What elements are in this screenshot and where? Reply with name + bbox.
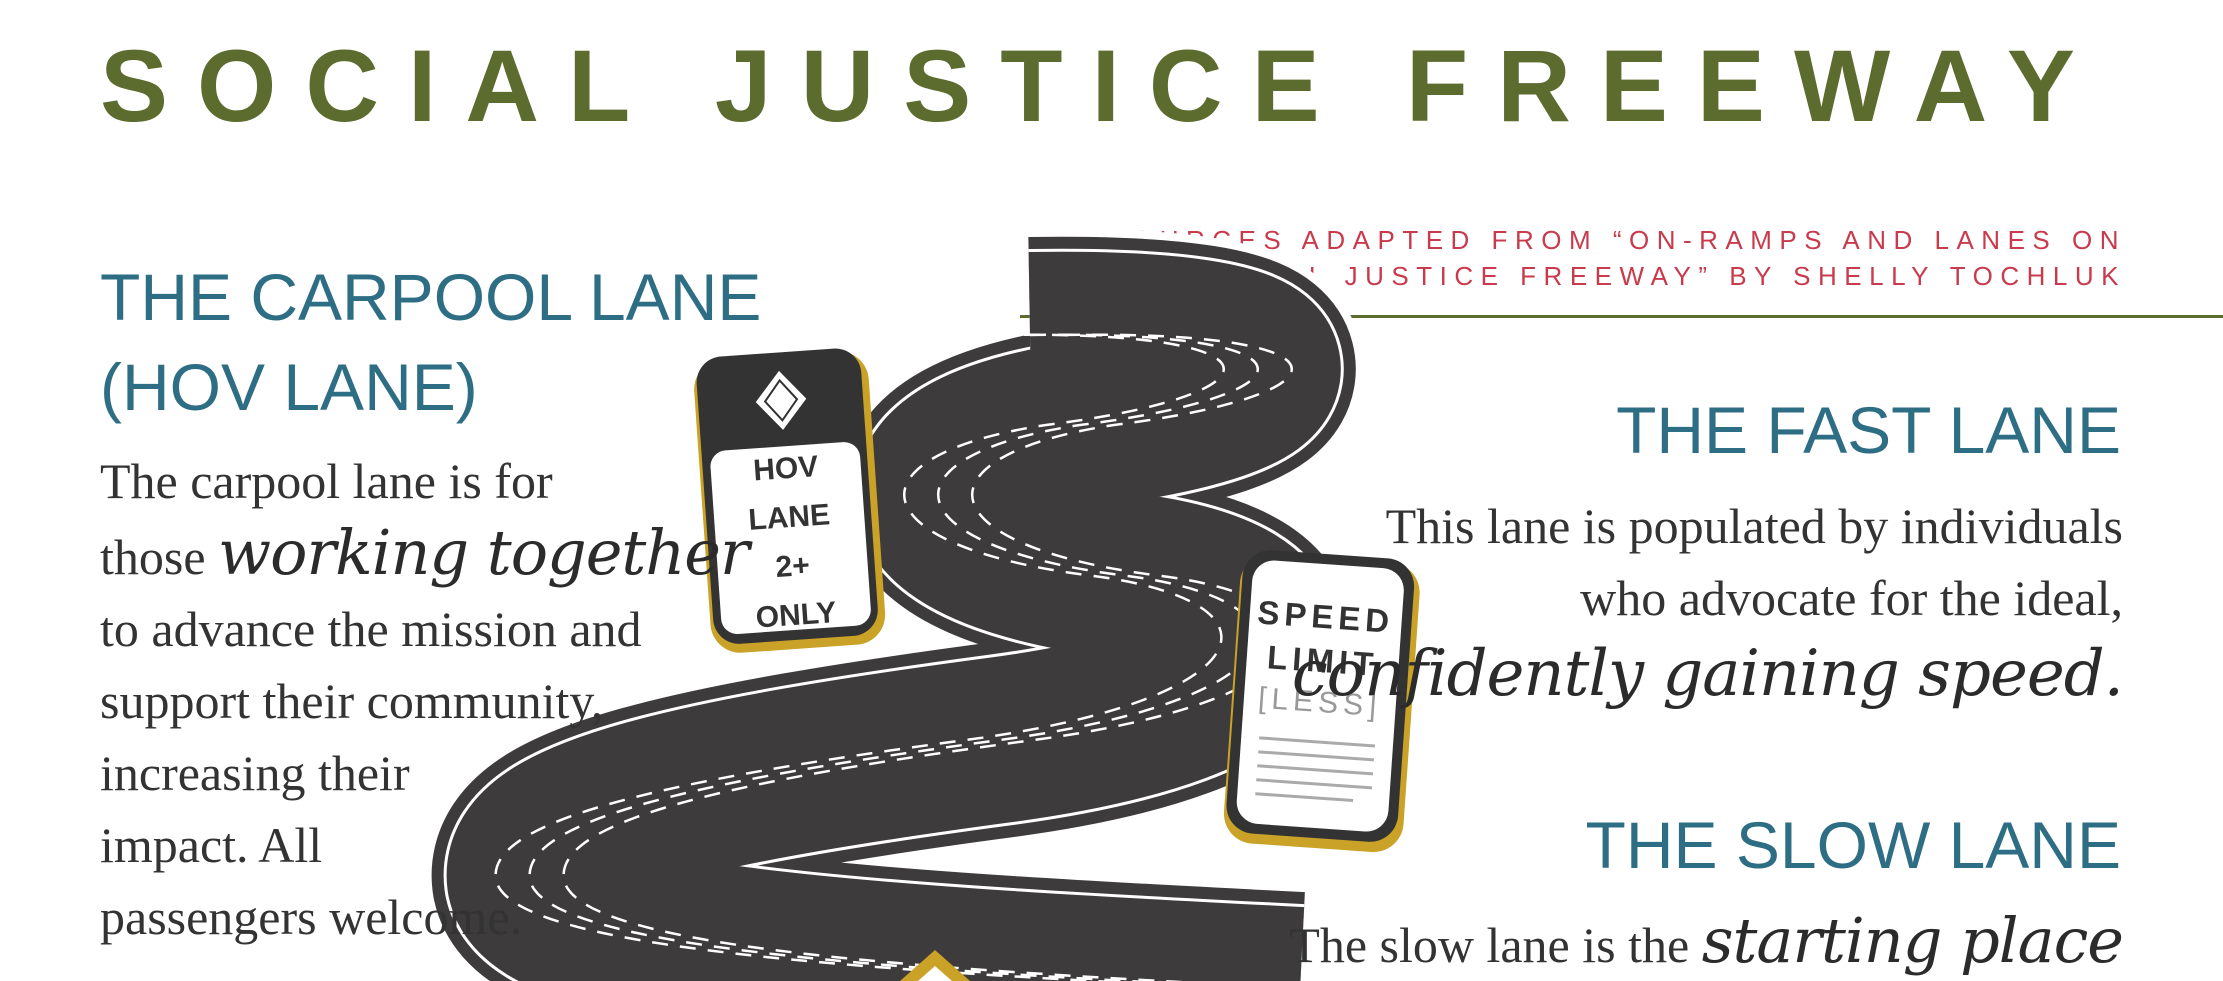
- carpool-heading-line-2: (HOV LANE): [100, 350, 478, 424]
- speed-limit-sign: SPEED LIMIT [LESS]: [1223, 550, 1420, 853]
- carpool-line-4: support their community,: [100, 673, 604, 729]
- carpool-line-3: to advance the mission and: [100, 601, 642, 657]
- carpool-line-5: increasing their: [100, 745, 410, 801]
- slow-line-1-text: The slow lane is the: [1289, 917, 1702, 973]
- slow-lane-description: The slow lane is the starting place: [1289, 904, 2124, 981]
- hov-sign-line-3: 2+: [774, 549, 810, 584]
- fast-lane-description: This lane is populated by individuals wh…: [1291, 490, 2124, 714]
- carpool-line-7: passengers welcome.: [100, 889, 523, 945]
- speed-sign-line-2: LIMIT: [1266, 638, 1379, 683]
- carpool-emphasis: working together: [218, 516, 750, 589]
- fast-lane-heading: THE FAST LANE: [1616, 393, 2121, 467]
- hov-sign-line-1: HOV: [752, 450, 819, 487]
- lane-marker-1: [494, 333, 1225, 981]
- lane-marker-2: [528, 333, 1259, 981]
- carpool-description: The carpool lane is for those working to…: [100, 445, 750, 953]
- carpool-line-2-text: those: [100, 529, 219, 585]
- slow-lane-heading: THE SLOW LANE: [1585, 808, 2121, 882]
- divider-line: [1020, 315, 2223, 318]
- hov-lane-sign: HOV LANE 2+ ONLY: [694, 348, 886, 653]
- slow-line-1: The slow lane is the starting place: [1289, 904, 2124, 981]
- slow-emphasis: starting place: [1701, 904, 2124, 977]
- lane-marker-3: [562, 333, 1293, 981]
- hov-sign-line-2: LANE: [747, 498, 831, 537]
- page-title: SOCIAL JUSTICE FREEWAY: [100, 29, 2104, 143]
- carpool-line-6: impact. All: [100, 817, 323, 873]
- hov-sign-line-4: ONLY: [755, 596, 838, 635]
- fast-line-1: This lane is populated by individuals: [1385, 498, 2123, 554]
- fast-emphasis: confidently gaining speed.: [1291, 637, 2124, 711]
- carpool-heading-line-1: THE CARPOOL LANE: [100, 260, 762, 334]
- partial-sign-icon: [900, 950, 970, 981]
- diamond-icon: [755, 370, 807, 430]
- fast-line-2: who advocate for the ideal,: [1580, 570, 2123, 626]
- carpool-line-1: The carpool lane is for: [100, 453, 553, 509]
- carpool-line-2: those working together: [100, 516, 750, 593]
- carpool-heading: THE CARPOOL LANE (HOV LANE): [100, 252, 761, 432]
